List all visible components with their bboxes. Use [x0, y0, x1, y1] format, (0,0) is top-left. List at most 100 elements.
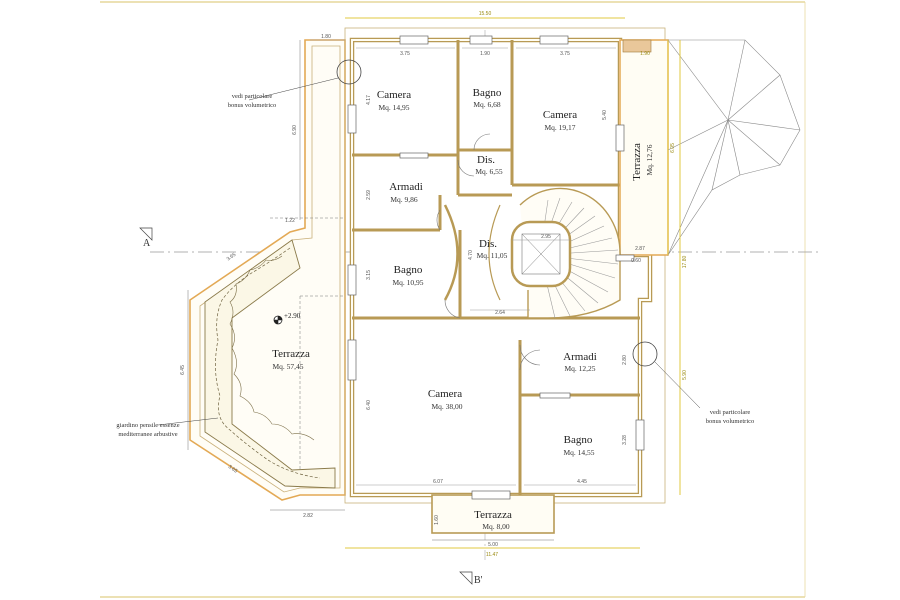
- dim-right-step: 0.60: [631, 258, 641, 264]
- dim-right-upper: 6.05: [670, 143, 676, 153]
- dim-camera-2-height: 5.40: [602, 110, 608, 120]
- dim-stair-width: 2.95: [541, 234, 551, 240]
- dim-top-overall: 15.50: [479, 11, 492, 17]
- terrazza-est-area: Mq. 12,76: [645, 144, 654, 175]
- camera-3-label: Camera: [428, 388, 462, 400]
- bonus-se-line-1: vedi particolare: [710, 409, 751, 416]
- garden-note-line-2: mediterranee arbustive: [118, 431, 177, 438]
- dim-left-step: 1.22: [285, 218, 295, 224]
- terrazza-ovest-label: Terrazza: [272, 348, 310, 360]
- dim-bottom-terrace-height: 1.60: [434, 515, 440, 525]
- windows: [347, 35, 645, 500]
- dim-left-bottom-diag: 3.65: [227, 464, 239, 475]
- dim-bottom-camera-3: 6.07: [433, 479, 443, 485]
- terrazza-sud-label: Terrazza: [474, 509, 512, 521]
- section-a-marker: [139, 227, 153, 241]
- elevation-marker: [273, 315, 283, 325]
- west-terrace: [187, 39, 346, 511]
- garden-vegetation: [215, 247, 321, 479]
- dim-camera-3-height: 6.40: [366, 400, 372, 410]
- camera-1-area: Mq. 14,95: [378, 103, 409, 112]
- detail-circle-nw: [336, 59, 362, 85]
- building-walls: [310, 17, 801, 549]
- door-armadi-2: [519, 344, 541, 366]
- door-armadi-2b: [519, 349, 541, 371]
- dis2-curved-wall-inner: [488, 204, 501, 301]
- bagno-3-area: Mq. 14,55: [563, 448, 594, 457]
- dim-right-lower: 5.90: [682, 370, 688, 380]
- dim-top-camera-2: 3.75: [560, 51, 570, 57]
- room-dimension-lines: [310, 39, 636, 486]
- south-terrace: [431, 494, 555, 534]
- leader-se: [654, 361, 701, 409]
- dim-left-terrace: 3.65: [226, 252, 238, 263]
- bagno-1-label: Bagno: [473, 87, 502, 99]
- armadi-2-area: Mq. 12,25: [564, 364, 595, 373]
- dim-top-left: 1.80: [321, 34, 331, 40]
- dim-bottom-terrace: 5.00: [488, 542, 498, 548]
- armadi-1-area: Mq. 9,86: [390, 195, 418, 204]
- door-dis-1: [457, 159, 475, 177]
- camera-3-area: Mq. 38,00: [431, 402, 462, 411]
- terrazza-est-label: Terrazza: [631, 143, 643, 181]
- door-bagno-1: [473, 133, 491, 151]
- bagno-2-label: Bagno: [394, 264, 423, 276]
- dis-1-area: Mq. 6,55: [475, 167, 503, 176]
- staircase: [510, 187, 621, 319]
- section-b-marker: [459, 571, 473, 585]
- dis-2-area: Mq. 11,05: [477, 251, 508, 260]
- leader-nw: [248, 77, 339, 101]
- dim-bagno-2-height: 3.15: [366, 270, 372, 280]
- dim-left-upper: 6.90: [292, 125, 298, 135]
- east-terrace-fixture: [622, 39, 652, 53]
- bonus-nw-line-1: vedi particolare: [232, 93, 273, 100]
- dim-bottom-overall: 11.47: [486, 552, 498, 558]
- dim-bottom-bagno-3: 4.45: [577, 479, 587, 485]
- dim-bottom-left: 2.82: [303, 513, 313, 519]
- garden-note-line-1: giardino pensile essenze: [116, 422, 179, 429]
- detail-circle-se: [632, 341, 658, 367]
- dim-top-terrace: 1.90: [640, 51, 650, 57]
- terrazza-sud-area: Mq. 8,00: [482, 522, 510, 531]
- dim-top-camera-1: 3.75: [400, 51, 410, 57]
- dim-right-total: 17.80: [682, 256, 688, 269]
- dim-left-lower: 6.45: [180, 365, 186, 375]
- dis-2-label: Dis.: [479, 238, 497, 250]
- dim-bagno-3-height: 3.28: [622, 435, 628, 445]
- camera-2-label: Camera: [543, 109, 577, 121]
- section-a-label: A: [143, 238, 151, 249]
- armadi-2-label: Armadi: [563, 351, 597, 363]
- overall-dimension-lines: [345, 17, 681, 549]
- camera-2-area: Mq. 19,17: [544, 123, 575, 132]
- east-terrace: [619, 39, 669, 256]
- elevation-label: +2.90: [284, 312, 301, 320]
- dim-top-bagno: 1.90: [480, 51, 490, 57]
- garden-planter: [204, 239, 336, 489]
- dim-camera-1-height: 4.17: [366, 95, 372, 105]
- west-terrace-inner-outline: [199, 45, 341, 493]
- leader-garden: [157, 417, 219, 426]
- camera-1-label: Camera: [377, 89, 411, 101]
- dim-stair-step: 2.87: [635, 246, 645, 252]
- stair-well: [521, 233, 561, 275]
- dim-dis-width: 2.64: [495, 310, 505, 316]
- bonus-nw-line-2: bonus volumetrico: [228, 102, 277, 109]
- roof-star: [667, 39, 801, 256]
- interior-walls: [352, 40, 640, 495]
- bagno-3-label: Bagno: [564, 434, 593, 446]
- bonus-se-line-2: bonus volumetrico: [706, 418, 755, 425]
- dim-armadi-1-height: 2.59: [366, 190, 372, 200]
- dim-dis-2-height: 4.70: [468, 250, 474, 260]
- bagno-1-area: Mq. 6,68: [473, 100, 501, 109]
- door-bagno-2: [444, 299, 461, 319]
- doors: [436, 133, 541, 371]
- bagno-2-area: Mq. 10,95: [392, 278, 423, 287]
- armadi-1-label: Armadi: [389, 181, 423, 193]
- dis-1-label: Dis.: [477, 154, 495, 166]
- terrazza-ovest-area: Mq. 57,45: [272, 362, 303, 371]
- section-b-label: B': [474, 575, 483, 586]
- garden-bushes: [229, 255, 315, 441]
- dim-armadi-2-height: 2.80: [622, 355, 628, 365]
